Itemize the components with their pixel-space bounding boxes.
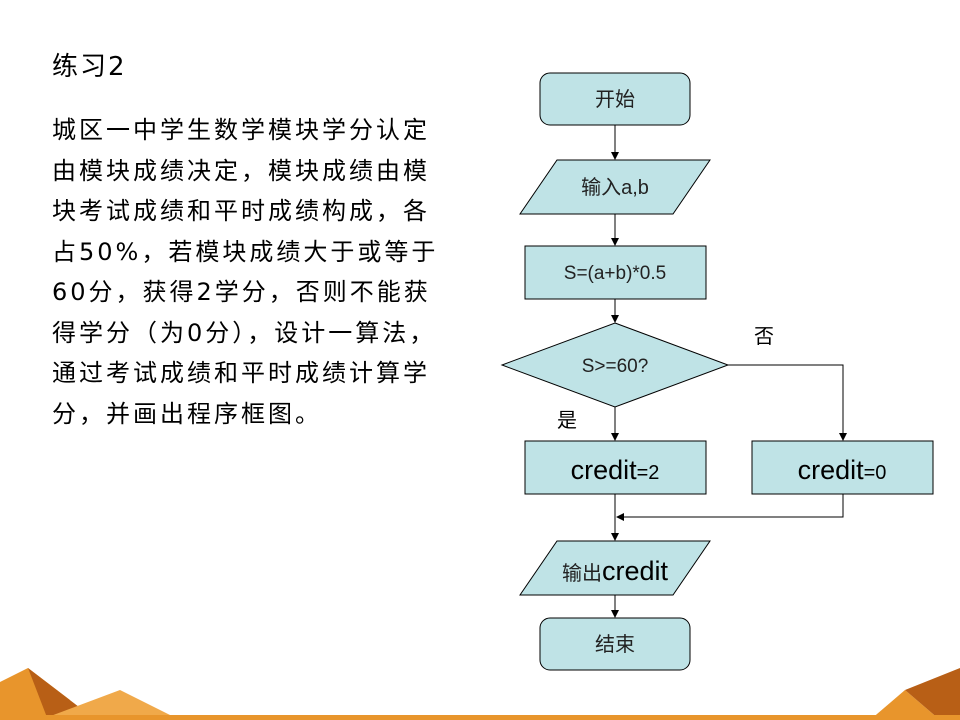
credit-two-node — [524, 440, 707, 495]
end-label: 结束 — [595, 633, 635, 656]
credit-word: credit — [798, 455, 865, 485]
credit-zero-node — [751, 440, 934, 495]
no-label: 否 — [754, 326, 774, 348]
footer-decoration — [0, 668, 960, 720]
credit-word: credit — [571, 455, 638, 485]
output-prefix: 输出 — [562, 562, 602, 585]
decision-label: S>=60? — [582, 356, 649, 377]
end-node — [539, 617, 691, 671]
slide-title: 练习2 — [52, 52, 127, 82]
arrow-no-branch — [728, 364, 847, 441]
credit-value: =2 — [637, 462, 660, 484]
start-label: 开始 — [595, 88, 635, 111]
compute-label: S=(a+b)*0.5 — [564, 263, 666, 284]
arrow-merge-no — [616, 494, 844, 521]
output-word: credit — [602, 556, 669, 586]
input-node — [519, 159, 711, 215]
problem-text: 城区一中学生数学模块学分认定由模块成绩决定，模块成绩由模块考试成绩和平时成绩构成… — [52, 116, 439, 428]
yes-label: 是 — [557, 410, 577, 432]
input-label: 输入a,b — [581, 176, 649, 199]
output-label: 输出credit — [562, 556, 669, 586]
credit-zero-label: credit=0 — [798, 455, 887, 485]
credit-two-label: credit=2 — [571, 455, 660, 485]
output-node — [519, 540, 711, 596]
credit-value: =0 — [864, 462, 887, 484]
